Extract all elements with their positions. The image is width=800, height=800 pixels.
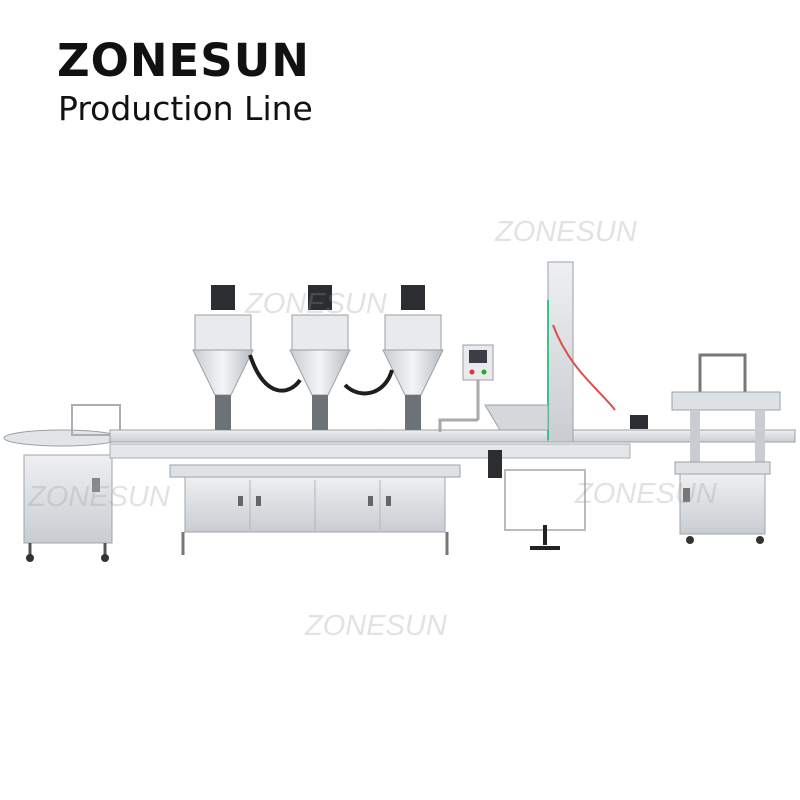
watermark-logo: ZONESUN bbox=[495, 216, 637, 248]
filler-cabinet bbox=[169, 464, 461, 555]
watermark-logo: ZONESUN bbox=[245, 288, 387, 320]
control-panel bbox=[438, 344, 494, 432]
watermark-logo: ZONESUN bbox=[305, 610, 447, 642]
watermark-logo: ZONESUN bbox=[575, 478, 717, 510]
watermark-logo: ZONESUN bbox=[28, 481, 170, 513]
feed-hoses bbox=[248, 354, 394, 396]
rotary-unscrambler-table bbox=[3, 404, 121, 562]
brand-title: ZONESUN bbox=[57, 34, 310, 87]
capping-machine bbox=[671, 353, 781, 544]
auger-filler-3 bbox=[382, 285, 444, 430]
page-subtitle: Production Line bbox=[58, 89, 313, 128]
cap-elevator bbox=[484, 261, 648, 550]
auger-filler-2 bbox=[289, 285, 351, 430]
auger-filler-1 bbox=[192, 285, 254, 430]
